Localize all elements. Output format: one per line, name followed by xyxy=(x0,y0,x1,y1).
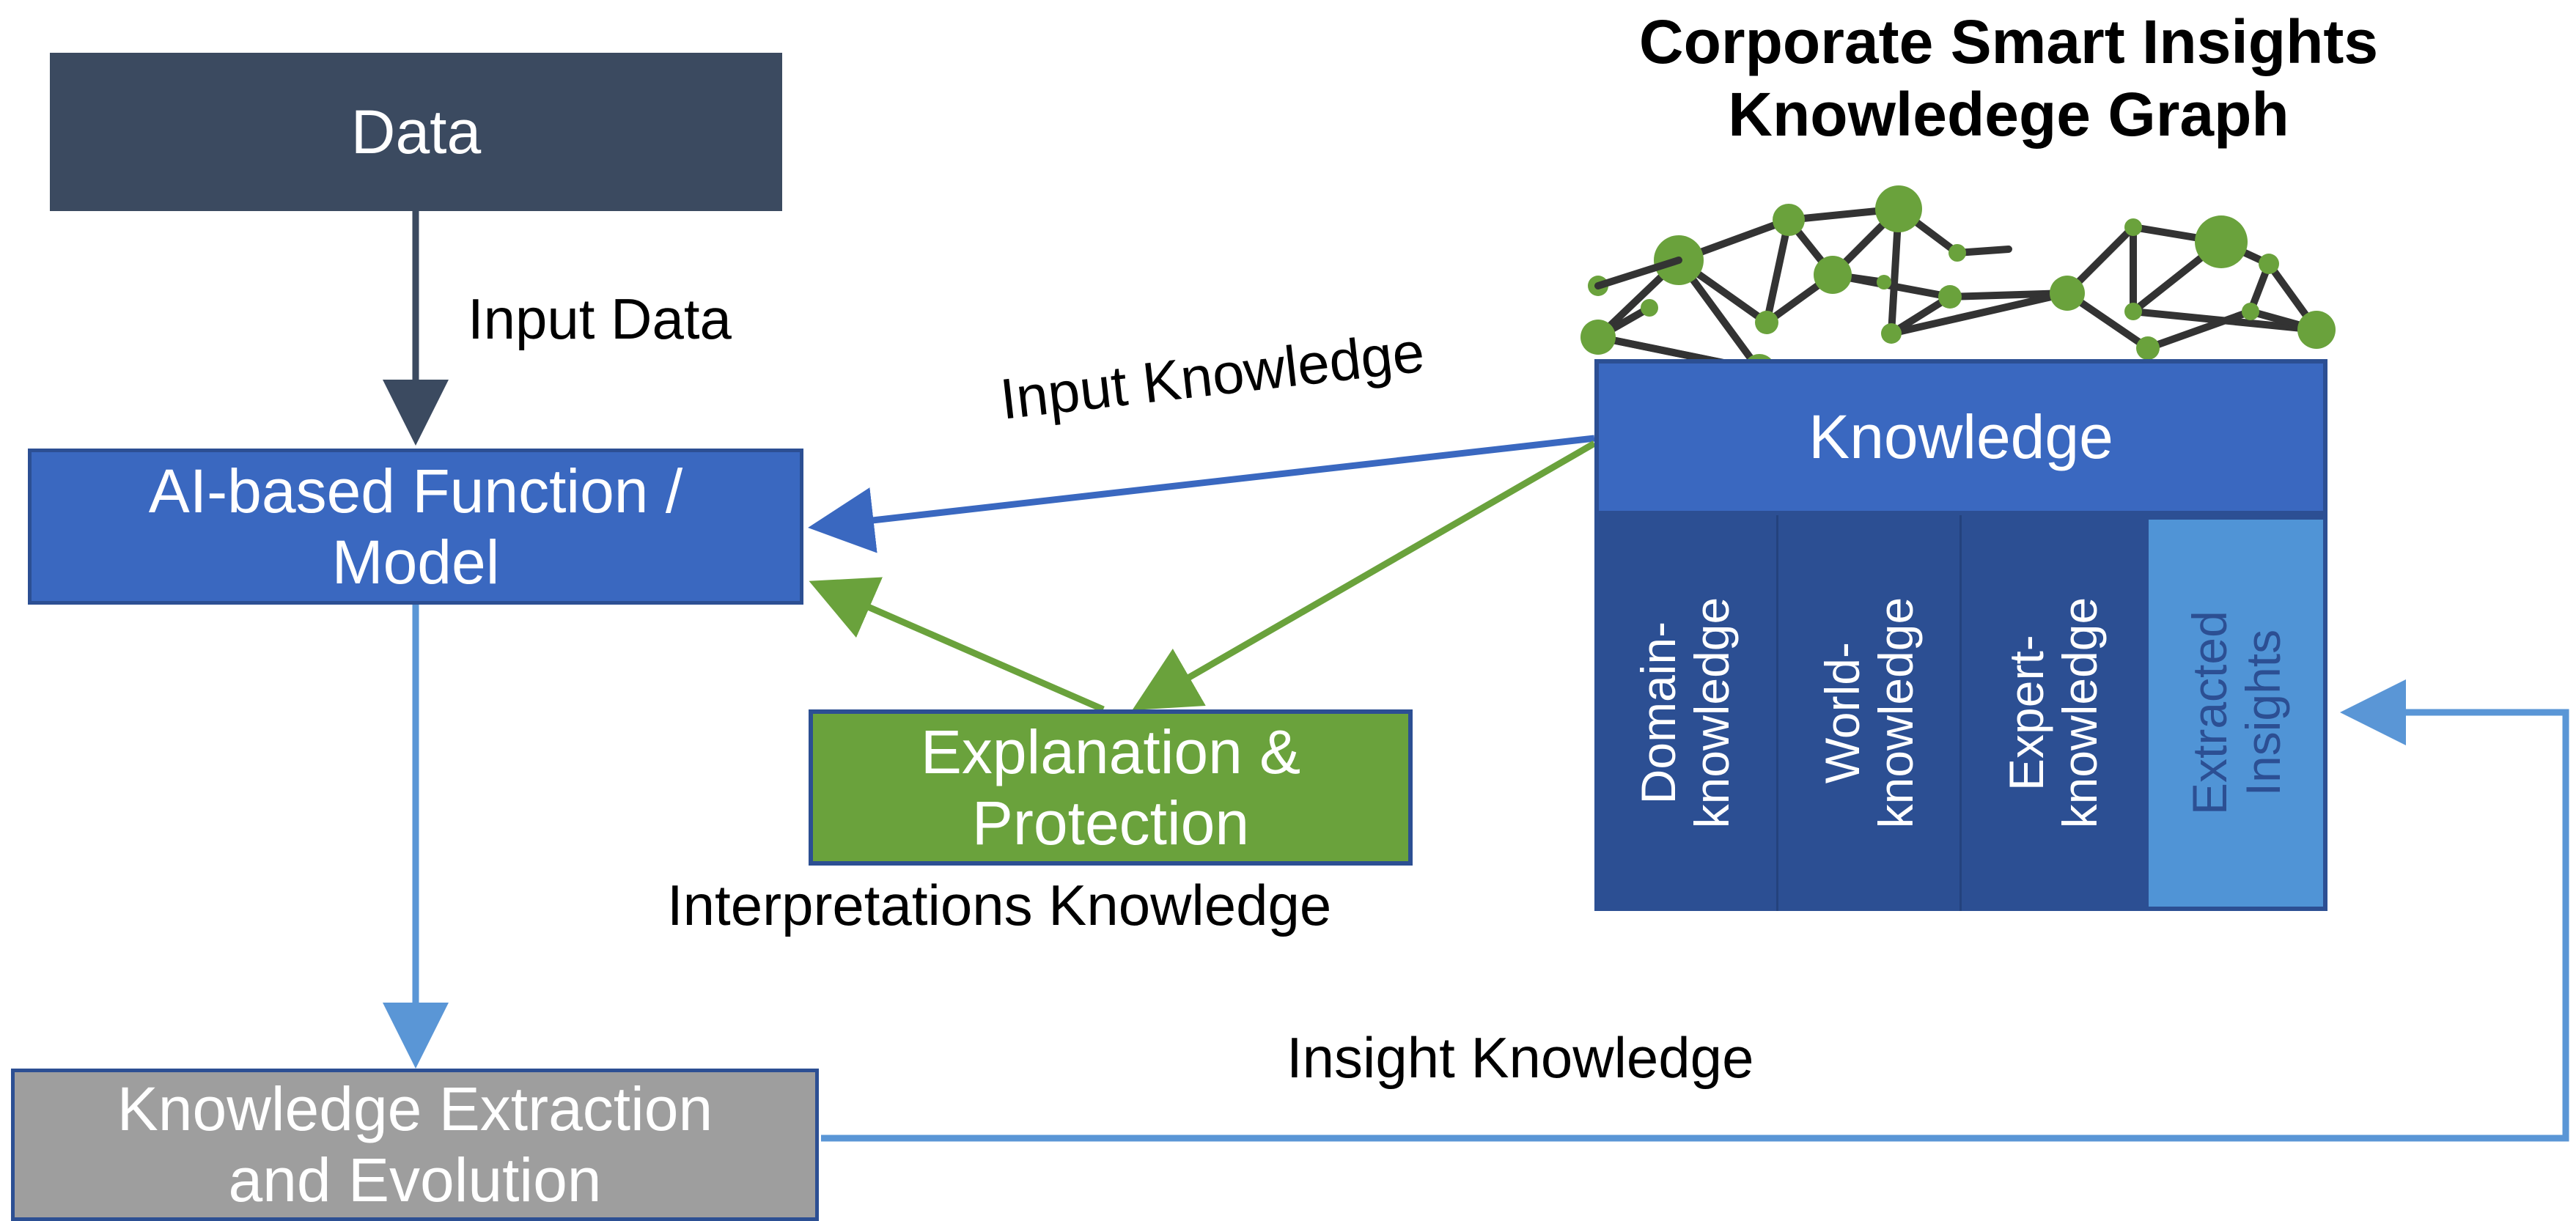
data-box: Data xyxy=(50,53,782,211)
ai-model-line-2: Model xyxy=(331,527,500,597)
expert-line-1: Expert- xyxy=(1998,635,2053,792)
extraction-line-2: and Evolution xyxy=(228,1145,602,1214)
world-line-1: World- xyxy=(1814,642,1869,784)
domain-line-2: knowledge xyxy=(1685,597,1739,829)
expert-line-2: knowledge xyxy=(2052,597,2107,829)
insights-line-2: Insights xyxy=(2235,630,2290,797)
ai-model-line-1: AI-based Function / xyxy=(148,456,683,525)
explanation-protection-box: Explanation & Protection xyxy=(809,709,1413,866)
knowledge-column-domain: Domain- knowledge xyxy=(1594,515,1778,911)
arrow-knowledge-to-explanation xyxy=(1132,440,1597,710)
label-insight-knowledge: Insight Knowledge xyxy=(1287,1025,1754,1090)
diagram-title: Corporate Smart Insights Knowledege Grap… xyxy=(1525,6,2492,151)
label-interpretations-knowledge: Interpretations Knowledge xyxy=(667,873,1332,937)
knowledge-header-label: Knowledge xyxy=(1808,402,2113,472)
ai-model-box: AI-based Function / Model xyxy=(28,449,803,605)
title-line-2: Knowledege Graph xyxy=(1728,80,2289,150)
label-input-data: Input Data xyxy=(468,287,732,351)
arrow-input-knowledge xyxy=(808,435,1595,553)
knowledge-column-expert: Expert- knowledge xyxy=(1962,515,2144,911)
domain-line-1: Domain- xyxy=(1631,621,1686,805)
knowledge-graph-network-icon xyxy=(1580,185,2336,386)
insights-line-1: Extracted xyxy=(2182,610,2237,816)
arrow-explanation-to-model xyxy=(809,577,1105,713)
extraction-line-1: Knowledge Extraction xyxy=(117,1074,713,1143)
knowledge-extraction-box: Knowledge Extraction and Evolution xyxy=(11,1069,819,1221)
explanation-line-1: Explanation & xyxy=(920,717,1301,786)
arrow-insight-knowledge xyxy=(821,679,2569,1142)
data-box-label: Data xyxy=(350,97,482,166)
knowledge-column-extracted-insights: Extracted Insights xyxy=(2144,515,2327,911)
explanation-line-2: Protection xyxy=(971,788,1250,857)
knowledge-column-world: World- knowledge xyxy=(1778,515,1962,911)
knowledge-header-box: Knowledge xyxy=(1594,359,2327,515)
world-line-2: knowledge xyxy=(1868,597,1923,829)
title-line-1: Corporate Smart Insights xyxy=(1638,7,2379,76)
